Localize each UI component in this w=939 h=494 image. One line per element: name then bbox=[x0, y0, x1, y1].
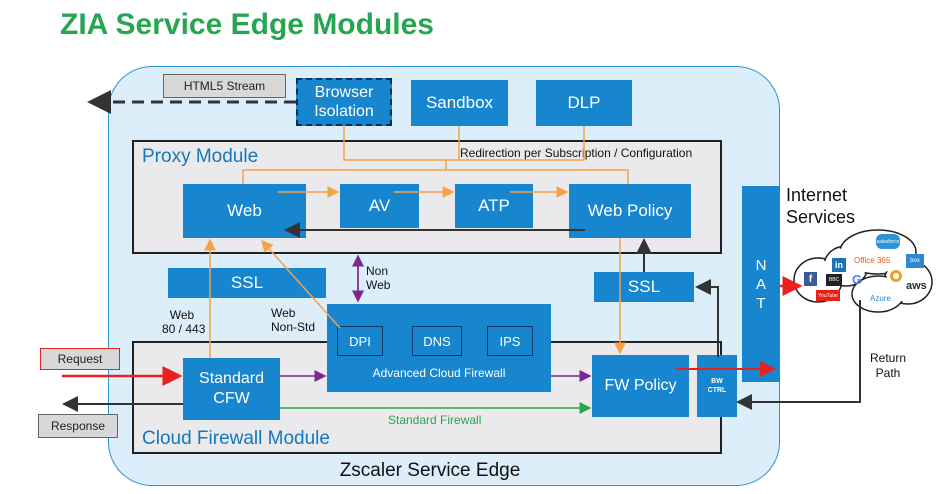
cloud-firewall-module-label: Cloud Firewall Module bbox=[142, 428, 330, 449]
azure-logo-icon: Azure bbox=[870, 294, 891, 303]
fw-policy-box: FW Policy bbox=[592, 355, 689, 417]
salesforce-logo-icon: salesforce bbox=[876, 234, 900, 249]
dns-box: DNS bbox=[412, 326, 462, 356]
standard-cfw-box: Standard CFW bbox=[183, 358, 280, 420]
office365-logo-icon: Office 365 bbox=[854, 256, 891, 265]
service-edge-label: Zscaler Service Edge bbox=[339, 460, 521, 481]
standard-firewall-label: Standard Firewall bbox=[388, 413, 482, 427]
advanced-cloud-firewall-label: Advanced Cloud Firewall bbox=[372, 366, 506, 380]
return-path-label: Return Path bbox=[869, 351, 907, 380]
response-box: Response bbox=[38, 414, 118, 438]
html5-stream-box: HTML5 Stream bbox=[163, 74, 286, 98]
proxy-module-label: Proxy Module bbox=[142, 146, 259, 167]
non-web-label: Non Web bbox=[366, 264, 391, 292]
bbc-logo-icon: BBC bbox=[826, 274, 842, 286]
nat-box: N A T bbox=[742, 186, 780, 382]
ssl-right-box: SSL bbox=[594, 272, 694, 302]
box-logo-icon: box bbox=[906, 254, 924, 268]
dlp-box: DLP bbox=[536, 80, 632, 126]
aws-logo-icon: aws bbox=[906, 280, 927, 292]
sandbox-box: Sandbox bbox=[411, 80, 508, 126]
facebook-logo-icon: f bbox=[804, 272, 817, 286]
ips-box: IPS bbox=[487, 326, 533, 356]
web-policy-box: Web Policy bbox=[569, 184, 691, 238]
redirection-label: Redirection per Subscription / Configura… bbox=[460, 146, 693, 160]
google-logo-icon: G bbox=[852, 272, 863, 287]
youtube-logo-icon: YouTube bbox=[816, 290, 840, 301]
bw-ctrl-box: BW CTRL bbox=[697, 355, 737, 417]
linkedin-logo-icon: in bbox=[832, 258, 846, 272]
request-box: Request bbox=[40, 348, 120, 370]
page-title: ZIA Service Edge Modules bbox=[60, 8, 434, 41]
web-non-std-label: Web Non-Std bbox=[271, 306, 316, 334]
browser-isolation-box: Browser Isolation bbox=[296, 78, 392, 126]
dpi-box: DPI bbox=[337, 326, 383, 356]
internet-services-label: Internet Services bbox=[786, 185, 856, 227]
gcp-logo-icon bbox=[890, 270, 902, 282]
web-ports-label: Web 80 / 443 bbox=[162, 308, 206, 336]
